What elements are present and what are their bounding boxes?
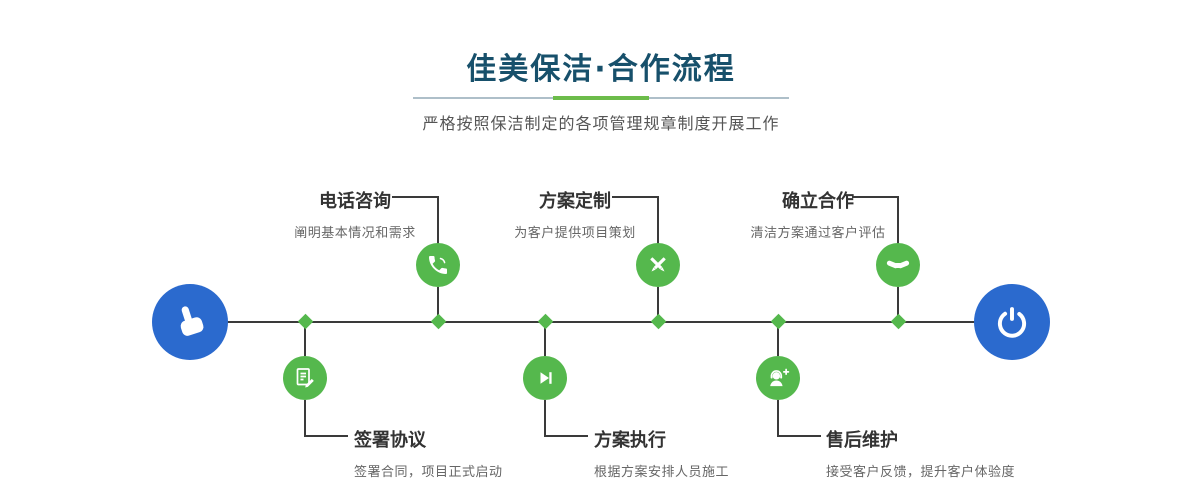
connector-line <box>437 196 439 244</box>
step-plan-execute: 方案执行 根据方案安排人员施工 <box>594 426 729 480</box>
play-next-icon <box>540 372 552 384</box>
phone-icon <box>429 256 447 274</box>
contract-pen-icon <box>296 368 314 388</box>
support-headset-icon <box>770 368 790 387</box>
step-desc: 签署合同，项目正式启动 <box>354 465 503 480</box>
timeline-node-diamond <box>890 313 907 330</box>
timeline-node-diamond <box>430 313 447 330</box>
step-confirm-cooperation: 确立合作 清洁方案通过客户评估 <box>743 187 893 241</box>
connector-line <box>544 323 546 356</box>
timeline-axis <box>190 321 1012 323</box>
step-after-sales: 售后维护 接受客户反馈，提升客户体验度 <box>826 426 1015 480</box>
power-icon <box>997 307 1027 338</box>
handshake-icon <box>886 260 910 269</box>
step-desc: 清洁方案通过客户评估 <box>750 226 886 241</box>
connector-line <box>544 435 588 437</box>
title-underline-accent <box>553 96 649 100</box>
step-title: 方案定制 <box>539 191 611 212</box>
timeline-node-diamond <box>297 313 314 330</box>
connector-line <box>392 196 438 198</box>
connector-line <box>304 435 348 437</box>
step-desc: 接受客户反馈，提升客户体验度 <box>826 465 1016 480</box>
timeline-node-diamond <box>770 313 787 330</box>
step-icon-circle-contract <box>283 356 327 400</box>
connector-line <box>657 287 659 322</box>
connector-line <box>777 400 779 437</box>
step-title: 签署协议 <box>354 430 426 451</box>
connector-line <box>304 400 306 437</box>
connector-line <box>544 400 546 437</box>
connector-line <box>777 323 779 356</box>
step-plan-customize: 方案定制 为客户提供项目策划 <box>500 187 650 241</box>
connector-line <box>304 323 306 356</box>
connector-line <box>897 287 899 322</box>
connector-line <box>437 287 439 322</box>
step-phone-consult: 电话咨询 阐明基本情况和需求 <box>280 187 430 241</box>
step-title: 方案执行 <box>594 430 666 451</box>
connector-line <box>657 196 659 244</box>
step-icon-circle-design <box>636 243 680 287</box>
step-icon-circle-support <box>756 356 800 400</box>
step-sign-agreement: 签署协议 签署合同，项目正式启动 <box>354 426 503 480</box>
process-start-node <box>152 284 228 360</box>
timeline-node-diamond <box>650 313 667 330</box>
design-pencils-icon <box>650 257 666 272</box>
step-title: 确立合作 <box>782 191 854 212</box>
step-icon-circle-execute <box>523 356 567 400</box>
connector-line <box>852 196 898 198</box>
page-subtitle: 严格按照保洁制定的各项管理规章制度开展工作 <box>422 114 780 133</box>
step-desc: 根据方案安排人员施工 <box>594 465 730 480</box>
connector-line <box>897 196 899 244</box>
step-title: 售后维护 <box>826 430 898 451</box>
step-icon-circle-phone <box>416 243 460 287</box>
step-title: 电话咨询 <box>319 191 391 212</box>
hand-pointer-icon <box>180 306 204 336</box>
page-title: 佳美保洁·合作流程 <box>466 52 736 87</box>
connector-line <box>612 196 658 198</box>
step-desc: 为客户提供项目策划 <box>514 226 636 241</box>
connector-line <box>777 435 821 437</box>
timeline-node-diamond <box>537 313 554 330</box>
title-underline <box>413 96 789 100</box>
step-desc: 阐明基本情况和需求 <box>294 226 416 241</box>
step-icon-circle-handshake <box>876 243 920 287</box>
process-end-node <box>974 284 1050 360</box>
